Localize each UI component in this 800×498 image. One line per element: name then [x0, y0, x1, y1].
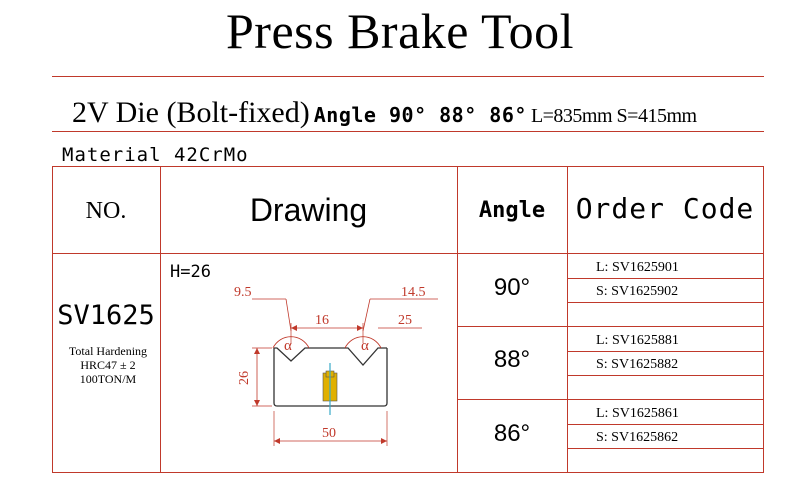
height-value: H=26: [170, 262, 211, 282]
code-subdivider: [567, 278, 763, 279]
subtitle-divider: [52, 131, 764, 132]
title-divider: [52, 76, 764, 77]
order-code: L: SV1625881: [596, 333, 679, 348]
table-left-border: [52, 166, 53, 472]
order-code: S: SV1625882: [596, 357, 679, 372]
model-number: SV1625: [57, 300, 155, 331]
angle-90: 90°: [493, 274, 531, 301]
table-right-border: [763, 166, 764, 472]
header-drawing: Drawing: [249, 192, 368, 228]
column-divider-1: [160, 166, 161, 472]
product-specs: Total Hardening HRC47 ± 2 100TON/M: [52, 344, 164, 386]
dim-left-width: 9.5: [234, 285, 252, 300]
die-dimensions: L=835mm S=415mm: [530, 105, 697, 127]
dim-width: 50: [322, 426, 336, 441]
code-subdivider: [567, 351, 763, 352]
alpha-label-left: α: [284, 338, 292, 354]
angle-88: 88°: [493, 346, 531, 373]
header-order-code: Order Code: [575, 192, 755, 225]
order-code: L: SV1625901: [596, 260, 679, 275]
dim-pitch: 16: [315, 313, 329, 328]
table-top-border: [52, 166, 764, 167]
material-label: Material 42CrMo: [62, 144, 249, 166]
dim-height: 26: [237, 371, 252, 385]
die-angles: Angle 90° 88° 86°: [313, 103, 527, 127]
code-subdivider: [567, 448, 763, 449]
header-no: NO.: [85, 198, 127, 224]
column-divider-3: [567, 166, 568, 472]
order-code: L: SV1625861: [596, 406, 679, 421]
die-drawing: α α 9.5 14.5 16 25 26 50: [234, 285, 438, 446]
code-subdivider: [567, 302, 763, 303]
die-type: 2V Die (Bolt-fixed): [72, 96, 310, 129]
code-subdivider: [567, 424, 763, 425]
angle-86: 86°: [493, 420, 531, 447]
dim-span: 25: [398, 313, 412, 328]
page-title: Press Brake Tool: [226, 3, 574, 59]
code-subdivider: [567, 375, 763, 376]
row-divider-2: [457, 399, 763, 400]
die-v-grooves: [274, 347, 387, 366]
spec-hardening: Total Hardening: [68, 344, 148, 358]
column-divider-2: [457, 166, 458, 472]
header-angle: Angle: [478, 198, 546, 223]
order-code: S: SV1625902: [596, 284, 679, 299]
row-divider-1: [457, 326, 763, 327]
spec-hrc: HRC47 ± 2: [80, 358, 136, 372]
spec-tonnage: 100TON/M: [79, 372, 137, 386]
table-header-divider: [52, 253, 764, 254]
table-bottom-border: [52, 472, 764, 473]
alpha-label-right: α: [361, 338, 369, 354]
dim-right-width: 14.5: [401, 285, 426, 300]
die-subtitle: 2V Die (Bolt-fixed) Angle 90° 88° 86° L=…: [72, 96, 697, 130]
order-code: S: SV1625862: [596, 430, 679, 445]
